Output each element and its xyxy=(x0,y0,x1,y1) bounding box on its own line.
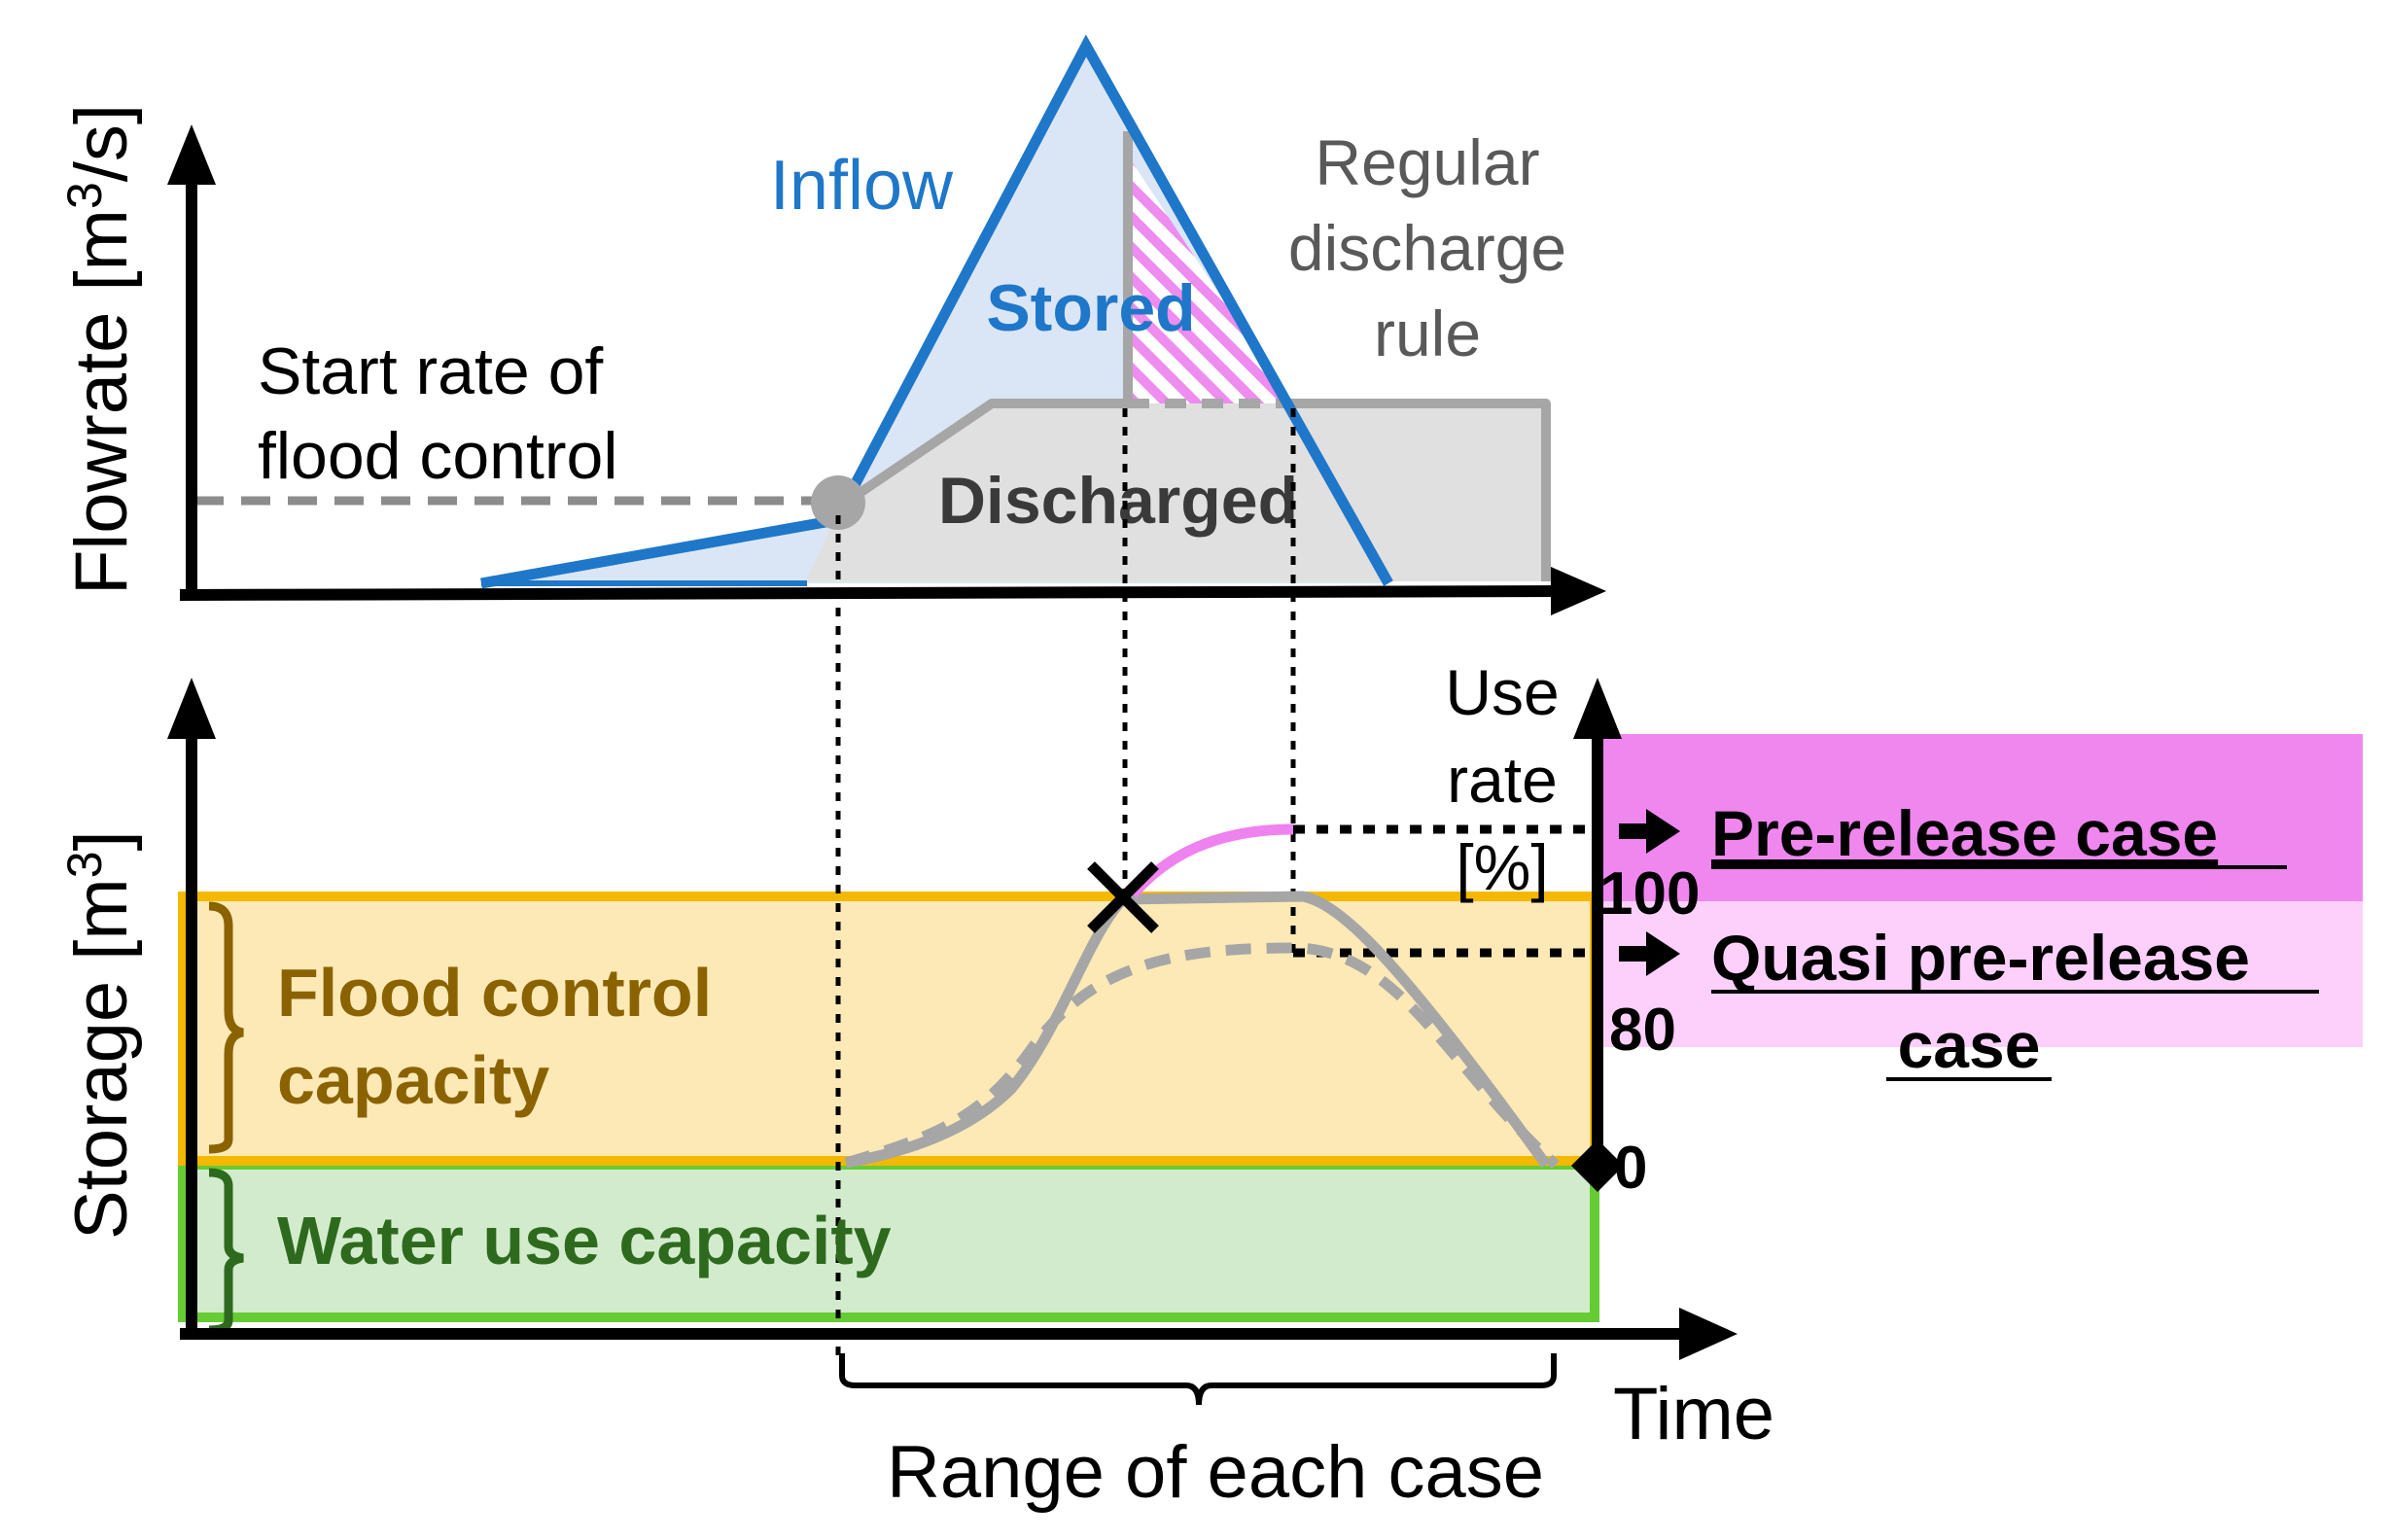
start-rate-label-line2: flood control xyxy=(258,419,617,493)
quasi-pre-release-case-box xyxy=(1599,901,2363,1047)
quasi-release-case-label-line1: Quasi pre-release xyxy=(1711,922,2250,994)
stored-label: Stored xyxy=(986,271,1195,345)
discharged-label: Discharged xyxy=(938,464,1298,538)
start-flood-control-point xyxy=(811,475,865,530)
pre-release-arrow-icon xyxy=(1619,809,1680,854)
use-rate-label-line1: Use xyxy=(1445,656,1559,728)
time-axis-label: Time xyxy=(1613,1373,1774,1455)
storage-axis-arrow-icon xyxy=(167,678,216,739)
flowrate-axis-label: Flowrate [m3/s] xyxy=(57,104,143,595)
use-rate-tick-80: 80 xyxy=(1609,997,1676,1064)
pre-release-case-label: Pre-release case xyxy=(1711,797,2218,869)
water-use-capacity-label: Water use capacity xyxy=(277,1203,892,1278)
regular-rule-label-line2: discharge xyxy=(1288,212,1566,284)
flowrate-axis-arrow-icon xyxy=(167,124,216,185)
use-rate-axis-arrow-icon xyxy=(1573,678,1622,739)
quasi-release-arrow-icon xyxy=(1619,931,1680,976)
range-of-each-case-label: Range of each case xyxy=(887,1431,1544,1514)
storage-curve xyxy=(845,891,1551,1169)
use-rate-label-line2: rate xyxy=(1447,744,1558,816)
range-bracket-icon xyxy=(839,1353,1557,1406)
use-rate-label-line3: [%] xyxy=(1456,831,1548,903)
pre-release-storage-curve xyxy=(1128,823,1294,898)
use-rate-tick-100: 100 xyxy=(1599,860,1700,928)
quasi-storage-curve xyxy=(844,942,1560,1170)
lower-time-axis-arrow-icon xyxy=(1679,1308,1738,1360)
flood-capacity-brace-icon xyxy=(208,901,244,1154)
regular-rule-label-line3: rule xyxy=(1374,298,1481,369)
flood-capacity-label-line2: capacity xyxy=(277,1042,549,1118)
quasi-release-case-label-line2: case xyxy=(1898,1009,2041,1081)
water-use-brace-icon xyxy=(208,1168,244,1335)
upper-time-axis-arrow-icon xyxy=(1551,567,1606,615)
discharge-line xyxy=(838,399,1128,510)
regular-rule-label-line1: Regular xyxy=(1315,126,1539,198)
water-use-capacity-band xyxy=(178,1160,1599,1322)
inflow-line xyxy=(480,34,1393,589)
pre-release-case-box xyxy=(1599,734,2363,901)
discharge-line-right xyxy=(1291,399,1551,581)
use-rate-origin-diamond-icon xyxy=(1571,1139,1624,1192)
upper-time-axis xyxy=(179,585,1566,601)
inflow-label: Inflow xyxy=(770,147,954,225)
storage-axis-label: Storage [m3] xyxy=(57,830,143,1240)
flood-control-capacity-band xyxy=(178,892,1599,1166)
capacity-exceeded-cross-icon xyxy=(1087,861,1159,933)
use-rate-tick-0: 0 xyxy=(1614,1135,1647,1202)
start-rate-label-line1: Start rate of xyxy=(258,334,603,408)
flood-capacity-label-line1: Flood control xyxy=(277,955,712,1031)
